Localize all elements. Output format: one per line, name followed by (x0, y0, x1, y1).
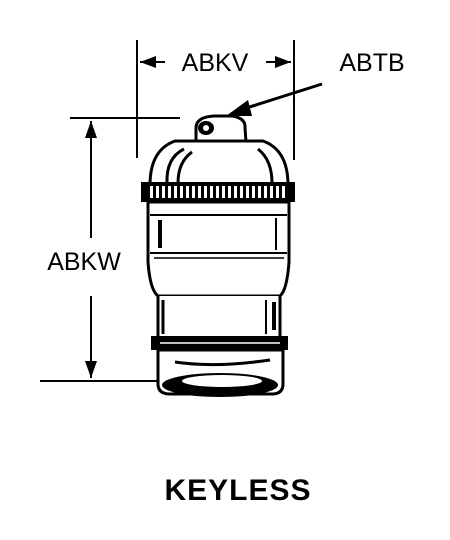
width-arrowhead-right (275, 56, 291, 68)
knurl-slot (186, 186, 189, 198)
socket-illustration (141, 114, 295, 397)
socket-opening-inner (182, 375, 262, 387)
knurl-slot (258, 186, 261, 198)
dome-highlight-inner (176, 150, 193, 184)
knurl-slot (204, 186, 207, 198)
knurl-slot (234, 186, 237, 198)
lower-shell (156, 296, 282, 340)
knurl-slot (270, 186, 273, 198)
width-dimension: ABKV (136, 40, 295, 160)
knurl-slot (216, 186, 219, 198)
width-label: ABKV (182, 49, 249, 77)
knurl-slot (246, 186, 249, 198)
height-arrowhead-top (85, 121, 97, 138)
knurl-slot (162, 186, 165, 198)
knurl-slot (228, 186, 231, 198)
knurl-slot (150, 186, 153, 198)
knurl-slot (168, 186, 171, 198)
socket-dome (148, 139, 290, 187)
knurl-slot (240, 186, 243, 198)
knurl-slot (222, 186, 225, 198)
knurl-slot (264, 186, 267, 198)
knurl-slot (156, 186, 159, 198)
knurl-slot (252, 186, 255, 198)
knurl-slot (174, 186, 177, 198)
terminal-screw-slot (203, 125, 209, 131)
knurl-slot (210, 186, 213, 198)
knurl-slot (192, 186, 195, 198)
height-dimension: ABKW (40, 117, 180, 382)
height-arrowhead-bottom (85, 361, 97, 378)
knurl-slot (198, 186, 201, 198)
knurl-slot (180, 186, 183, 198)
height-label: ABKW (47, 248, 121, 276)
knurl-pattern (150, 186, 285, 198)
upper-shell (146, 200, 291, 298)
dome-highlight-left (165, 147, 185, 184)
callout-label: ABTB (339, 49, 404, 77)
callout-leader (239, 82, 323, 112)
callout: ABTB (226, 49, 405, 116)
base-contour (174, 358, 271, 367)
callout-arrowhead (226, 100, 252, 116)
dome-highlight-right (257, 147, 274, 184)
diagram-caption: KEYLESS (164, 474, 311, 507)
width-arrowhead-left (140, 56, 156, 68)
knurl-slot (282, 186, 285, 198)
knurl-slot (276, 186, 279, 198)
